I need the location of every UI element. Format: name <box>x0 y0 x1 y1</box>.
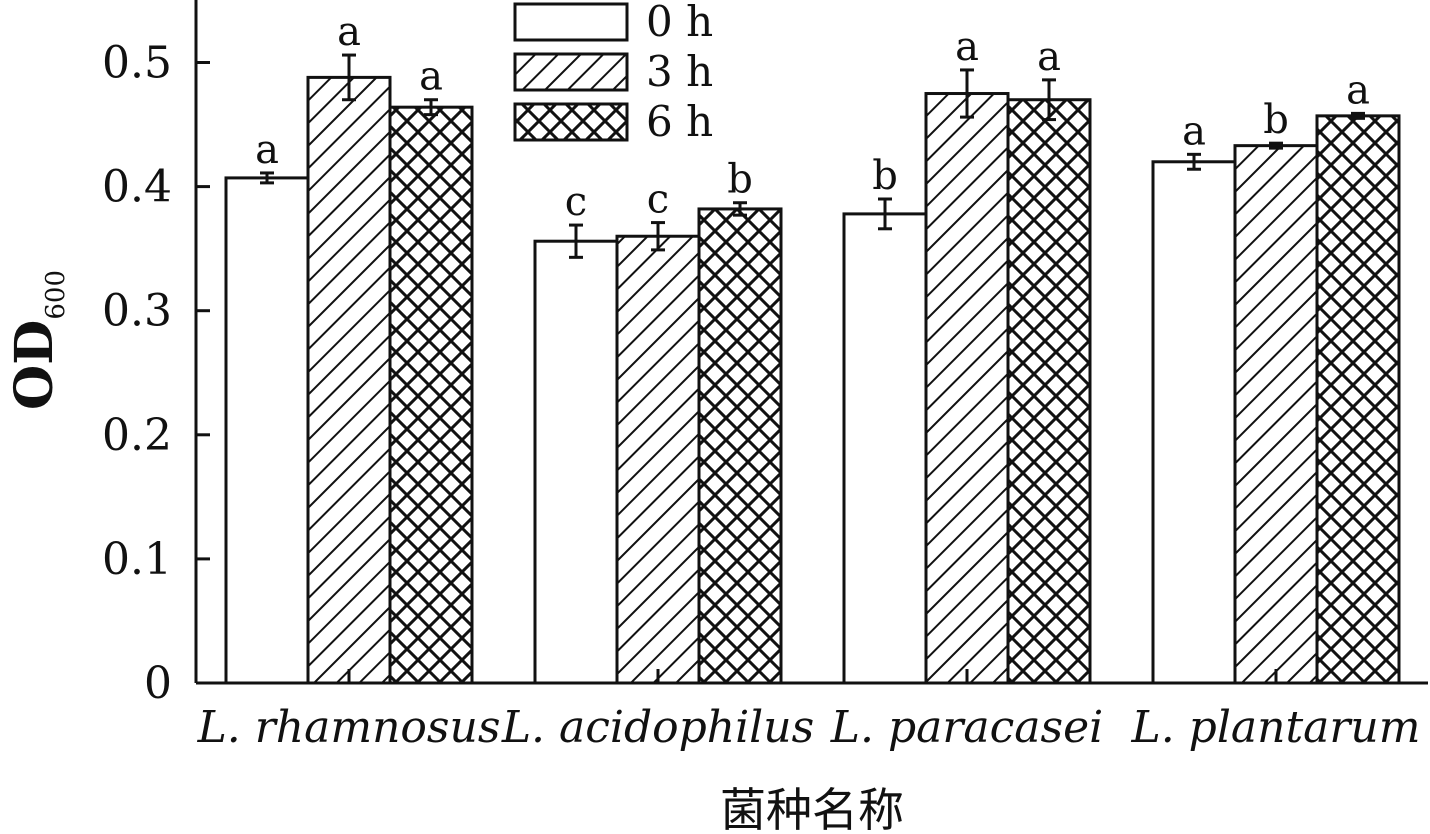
significance-letter: a <box>1037 34 1061 80</box>
bar <box>388 105 474 685</box>
y-tick-label: 0.2 <box>102 410 172 461</box>
legend: 0 h3 h6 h <box>513 0 713 146</box>
bar <box>224 176 310 685</box>
significance-letter: a <box>419 54 443 100</box>
bar <box>1006 98 1092 685</box>
x-axis-title: 菌种名称 <box>720 783 904 834</box>
bar <box>842 212 928 685</box>
bar <box>697 207 783 685</box>
y-axis-title-main: OD <box>4 320 65 410</box>
bar <box>615 234 701 685</box>
y-tick-label: 0.5 <box>102 38 172 89</box>
labels: a a a L. rhamnosus c c b L. acidophilus b a a L. pa… <box>4 9 1421 834</box>
significance-letter: a <box>955 24 979 70</box>
bar <box>306 75 392 685</box>
legend-label: 6 h <box>646 97 713 146</box>
bar <box>533 239 619 685</box>
legend-swatch <box>513 52 629 92</box>
significance-letter: b <box>1263 97 1289 143</box>
category-label: L. paracasei <box>830 702 1103 753</box>
significance-letter: a <box>1182 108 1206 154</box>
category-label: L. plantarum <box>1130 702 1420 753</box>
axes <box>194 0 1428 685</box>
significance-letter: c <box>565 179 587 225</box>
significance-letter: b <box>727 157 753 203</box>
y-tick-label: 0.1 <box>102 534 172 585</box>
y-axis-title: OD600 <box>4 270 71 410</box>
legend-label: 3 h <box>646 47 713 96</box>
y-tick-label: 0 <box>144 658 172 709</box>
significance-letter: a <box>1346 67 1370 113</box>
category-label: L. acidophilus <box>501 702 814 753</box>
bar <box>924 92 1010 685</box>
legend-label: 0 h <box>646 0 713 46</box>
y-axis-title-subscript: 600 <box>41 270 71 320</box>
bar <box>1315 114 1401 685</box>
bar <box>1233 144 1319 685</box>
significance-letter: a <box>337 9 361 55</box>
significance-letter: b <box>872 153 898 199</box>
category-label: L. rhamnosus <box>197 702 501 753</box>
y-tick-label: 0.3 <box>102 286 172 337</box>
y-tick-label: 0.4 <box>102 162 172 213</box>
legend-swatch <box>513 2 629 42</box>
significance-letter: c <box>647 177 669 223</box>
bar <box>1151 160 1237 685</box>
bars-layer <box>224 53 1401 685</box>
legend-swatch <box>513 102 629 142</box>
significance-letter: a <box>255 127 279 173</box>
